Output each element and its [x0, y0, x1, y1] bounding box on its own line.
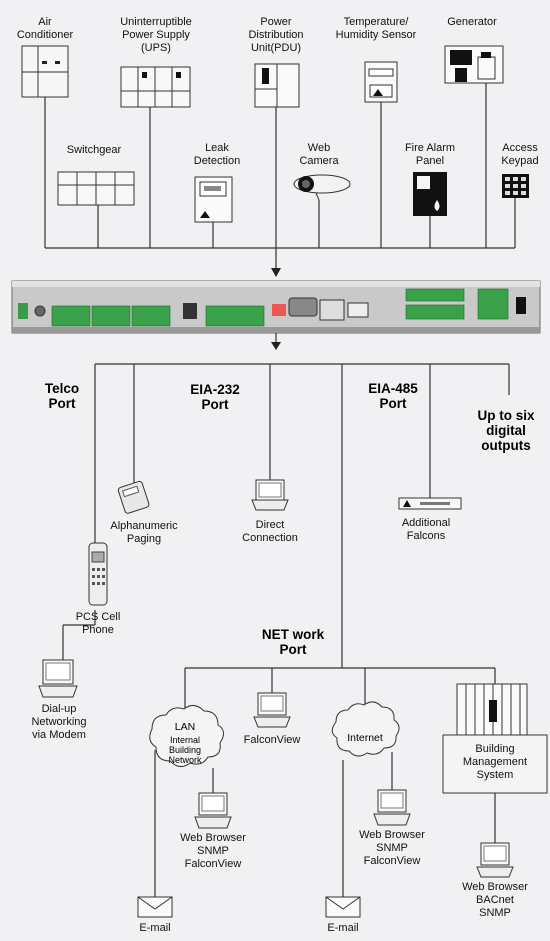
falconview-label: FalconView: [243, 734, 301, 746]
switchgear-icon: [57, 171, 135, 206]
internet-cloud-icon: [331, 701, 400, 757]
web-browser-label-2: Web Browser SNMP FalconView: [359, 829, 425, 867]
generator-label: Generator: [447, 16, 497, 28]
web-camera-icon: [293, 174, 351, 201]
cell-phone-icon: [88, 542, 108, 606]
lan-cloud-icon: [149, 705, 224, 767]
digital-outputs-heading: Up to six digital outputs: [477, 408, 535, 453]
web-browser-label-3: Web Browser BACnet SNMP: [462, 881, 528, 919]
falconview-computer-icon: [253, 692, 291, 728]
arrow-down-icon: [271, 268, 281, 277]
eia232-port-heading: EIA-232 Port: [190, 382, 240, 412]
web-browser-label-1: Web Browser SNMP FalconView: [180, 832, 246, 870]
telco-port-heading: Telco Port: [44, 381, 80, 411]
network-port-heading: NET work Port: [261, 627, 325, 657]
bms-box: [442, 734, 548, 794]
additional-falcons-label: Additional Falcons: [401, 517, 451, 542]
falcon-unit-icon: [11, 280, 541, 334]
web-browser-computer-icon: [194, 792, 232, 829]
web-browser-computer-icon: [476, 842, 514, 878]
email-label-1: E-mail: [139, 922, 171, 934]
laptop-icon: [251, 479, 289, 511]
temperature-sensor-icon: [364, 61, 398, 103]
pdu-label: Power Distribution Unit(PDU): [248, 16, 304, 54]
fire-alarm-panel-icon: [413, 172, 447, 216]
building-icon: [456, 683, 528, 736]
air-conditioner-icon: [21, 45, 69, 98]
email-label-2: E-mail: [327, 922, 359, 934]
web-browser-computer-icon: [373, 789, 411, 826]
eia485-port-heading: EIA-485 Port: [368, 381, 418, 411]
temperature-sensor-label: Temperature/ Humidity Sensor: [335, 16, 417, 41]
ups-icon: [120, 66, 191, 108]
port-wiring: [62, 333, 510, 897]
dialup-networking-label: Dial-up Networking via Modem: [31, 703, 87, 741]
email-envelope-icon: [137, 896, 173, 918]
access-keypad-label: Access Keypad: [501, 142, 539, 167]
lan-label: LAN: [174, 721, 196, 733]
alphanumeric-paging-label: Alphanumeric Paging: [110, 520, 178, 545]
leak-detection-label: Leak Detection: [193, 142, 241, 167]
sensor-bus: [44, 82, 516, 276]
switchgear-label: Switchgear: [66, 144, 122, 156]
bms-label: Building Management System: [462, 743, 528, 781]
internet-label: Internet: [347, 732, 383, 744]
fire-alarm-panel-label: Fire Alarm Panel: [404, 142, 456, 167]
generator-icon: [444, 45, 504, 84]
ups-label: Uninterruptible Power Supply (UPS): [120, 16, 192, 54]
internal-network-label: Internal Building Network: [168, 735, 202, 765]
pdu-icon: [254, 63, 300, 108]
air-conditioner-label: Air Conditioner: [16, 16, 74, 41]
leak-detection-icon: [194, 176, 233, 223]
pcs-cell-phone-label: PCS Cell Phone: [75, 611, 121, 636]
pager-icon: [117, 480, 150, 514]
falcon-device-icon: [398, 497, 462, 510]
email-envelope-icon: [325, 896, 361, 918]
web-camera-label: Web Camera: [299, 142, 339, 167]
direct-connection-label: Direct Connection: [242, 519, 298, 544]
dialup-computer-icon: [38, 659, 78, 698]
access-keypad-icon: [502, 174, 529, 198]
